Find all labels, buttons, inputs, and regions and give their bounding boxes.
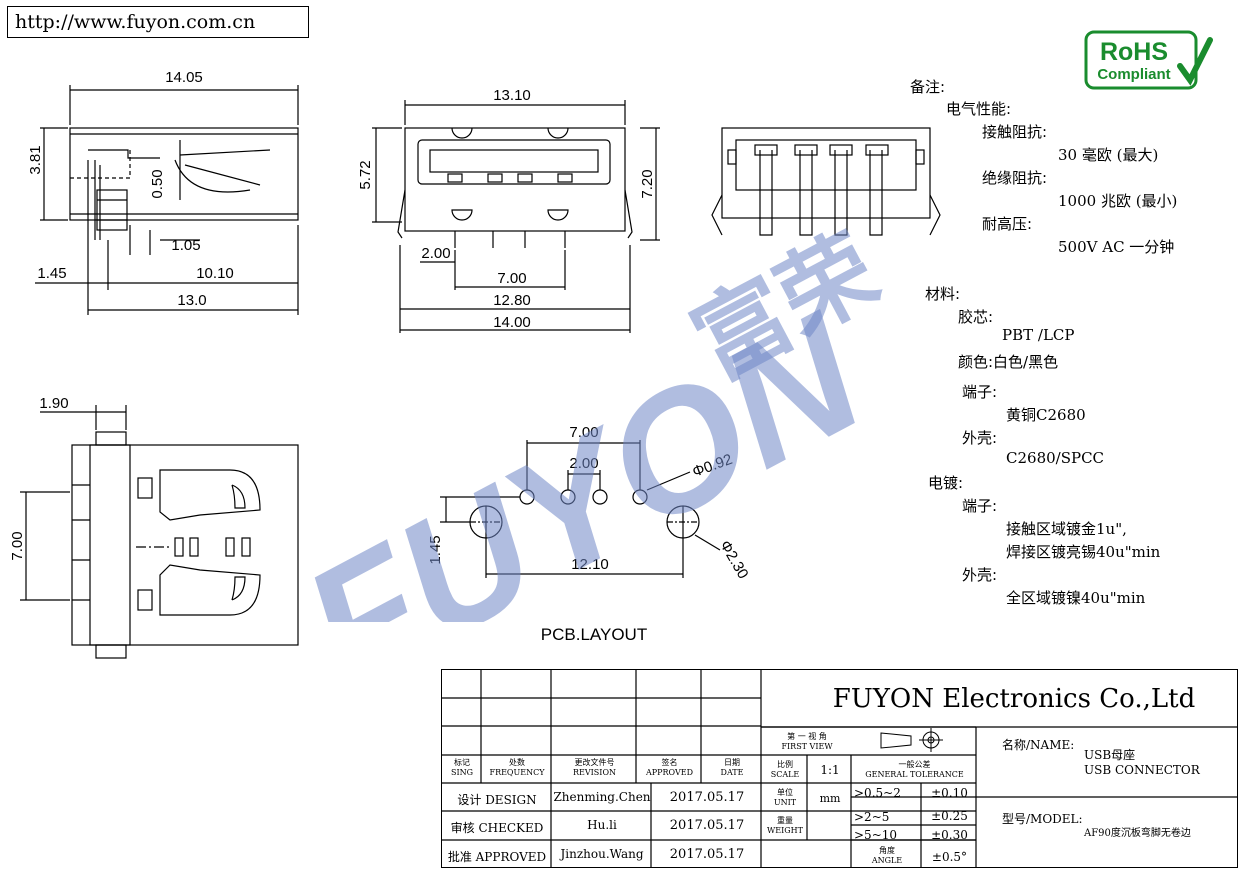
checked-label: 审核 CHECKED [450,821,544,835]
notes-insulation-val: 1000 兆欧 (最小) [1058,192,1178,210]
check-icon [1177,37,1213,86]
website-url: http://www.fuyon.com.cn [7,6,309,38]
checked-date: 2017.05.17 [669,818,745,833]
tol-range: >0.5~2 [854,786,901,800]
dim-pcb-e: 12.10 [571,556,609,573]
rohs-badge: RoHS Compliant [1084,30,1213,90]
name-label: 名称/NAME: [1002,738,1075,752]
dim-side-b: 10.10 [196,265,234,282]
top-view [20,405,299,659]
model-label: 型号/MODEL: [1002,812,1083,826]
dim-side-width: 14.05 [165,69,203,86]
side-view [35,85,299,315]
dim-side-offset: 1.05 [171,237,200,254]
dim-pcb-f: Φ2.30 [716,538,751,582]
dim-side-thickness: 0.50 [149,169,166,198]
unit-value: mm [819,792,841,805]
first-angle-symbol [880,727,943,752]
dim-front-h2: 7.20 [639,169,656,198]
dim-side-c: 13.0 [177,292,206,309]
name-value-en: USB CONNECTOR [1084,763,1200,777]
dim-front-p1: 2.00 [421,245,450,262]
notes-title: 备注: [910,78,946,96]
dim-side-height: 3.81 [27,145,44,174]
front-view [372,100,660,333]
pcb-layout-label: PCB.LAYOUT [541,625,647,644]
dim-front-p3: 12.80 [493,292,531,309]
checked-name: Hu.li [587,818,617,832]
pcb-layout-drawing [440,440,721,578]
notes-electrical: 电气性能: [946,100,1012,118]
notes-plating-terminal-val2: 焊接区镀亮锡40u"min [1006,543,1161,561]
model-value: AF90度沉板弯脚无卷边 [1084,828,1191,839]
tol-value: ±0.25 [931,809,968,823]
dim-pcb-a: 7.00 [569,424,598,441]
notes-housing-val: PBT /LCP [1002,326,1075,344]
notes-voltage: 耐高压: [982,215,1033,233]
approved-label: 批准 APPROVED [447,850,547,864]
dim-top-a: 1.90 [39,395,68,412]
title-block-grid [440,668,1238,868]
dim-pcb-d: 1.45 [427,535,444,564]
notes-terminal: 端子: [962,383,998,401]
dim-top-b: 7.00 [9,531,26,560]
notes-plating-shell-val: 全区域镀镍40u"min [1006,589,1146,607]
notes-voltage-val: 500V AC 一分钟 [1058,238,1175,256]
dim-front-width: 13.10 [493,87,531,104]
notes-insulation: 绝缘阻抗: [982,169,1048,187]
notes-material: 材料: [925,285,961,303]
company-name: FUYON Electronics Co.,Ltd [832,684,1196,714]
dim-pcb-c: Φ0.92 [690,451,735,481]
notes-contact-res-val: 30 毫欧 (最大) [1058,146,1159,164]
dim-front-p2: 7.00 [497,270,526,287]
tol-value: ±0.10 [931,786,968,800]
notes-plating-terminal: 端子: [962,497,998,515]
tol-value: ±0.5° [931,850,968,864]
scale-value: 1:1 [820,763,840,777]
rohs-title: RoHS [1100,38,1168,66]
notes-housing: 胶芯: [958,308,994,326]
approved-name: Jinzhou.Wang [560,847,644,861]
design-label: 设计 DESIGN [457,793,537,807]
notes-shell: 外壳: [962,429,998,447]
notes-terminal-val: 黄铜C2680 [1006,406,1086,424]
tol-value: ±0.30 [931,828,968,842]
notes-plating: 电镀: [928,474,964,492]
design-date: 2017.05.17 [669,790,745,805]
notes-plating-shell: 外壳: [962,566,998,584]
notes-contact-res: 接触阻抗: [982,123,1048,141]
approved-date: 2017.05.17 [669,847,745,862]
dim-pcb-b: 2.00 [569,455,598,472]
rear-view [711,127,941,236]
dim-front-p4: 14.00 [493,314,531,331]
tol-range: >5~10 [854,828,898,842]
rohs-subtitle: Compliant [1097,66,1170,83]
notes-plating-terminal-val1: 接触区域镀金1u", [1006,520,1127,538]
notes-color: 颜色:白色/黑色 [958,353,1059,371]
design-name: Zhenming.Chen [553,790,651,804]
dim-front-h1: 5.72 [357,160,374,189]
dim-side-a: 1.45 [37,265,66,282]
notes-shell-val: C2680/SPCC [1006,449,1105,467]
tol-range: >2~5 [854,810,890,824]
name-value-cn: USB母座 [1084,748,1136,762]
